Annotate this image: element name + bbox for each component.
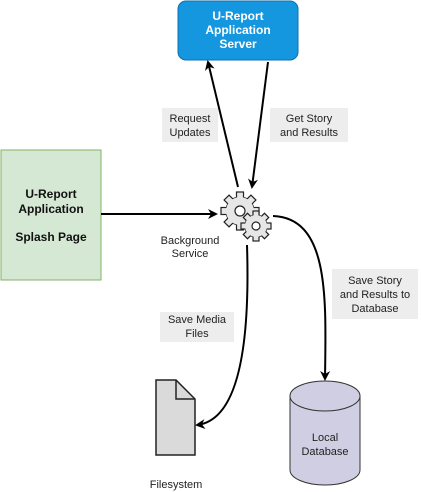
- splash-node: U-Report Application Splash Page: [0, 149, 102, 281]
- arrow-request-updates: [205, 60, 239, 188]
- service-label-line1: Background: [161, 235, 220, 247]
- database-top: [289, 380, 361, 412]
- server-label-line3: Server: [219, 37, 257, 51]
- save-db-label-line1: Save Story: [348, 275, 402, 287]
- splash-label-line3: Splash Page: [15, 230, 87, 244]
- splash-label-line2: Application: [18, 202, 83, 216]
- filesystem-label: Filesystem: [150, 479, 203, 491]
- file-icon: [155, 379, 196, 456]
- splash-label-line1: U-Report: [25, 187, 76, 201]
- server-box: [177, 0, 299, 61]
- database-label-line1: Local: [312, 432, 338, 444]
- splash-box: [0, 149, 102, 281]
- edge-label-get-story: Get Story and Results: [270, 108, 348, 142]
- edges: [101, 60, 331, 430]
- save-media-label-line2: Files: [185, 328, 209, 340]
- server-label-line1: U-Report: [212, 9, 263, 23]
- service-label-line2: Service: [172, 248, 209, 260]
- edge-label-request-updates: Request Updates: [162, 108, 218, 142]
- edge-label-save-database: Save Story and Results to Database: [332, 269, 418, 319]
- save-media-label-line1: Save Media: [168, 314, 227, 326]
- gear-icon: [220, 191, 272, 242]
- server-label-line2: Application: [205, 23, 270, 37]
- database-label-line2: Database: [301, 446, 348, 458]
- edge-label-save-media: Save Media Files: [160, 312, 234, 342]
- server-node: U-Report Application Server: [177, 0, 299, 61]
- request-label-line2: Updates: [170, 127, 211, 139]
- arrow-save-media: [195, 244, 249, 430]
- get-label-line1: Get Story: [286, 113, 333, 125]
- database-node: Local Database: [289, 380, 361, 486]
- arrow-save-database: [272, 215, 331, 381]
- save-db-label-line2: and Results to: [340, 289, 410, 301]
- database-cylinder: [289, 396, 361, 486]
- arrow-get-story: [248, 61, 269, 189]
- request-label-line1: Request: [170, 113, 211, 125]
- save-db-label-line3: Database: [351, 303, 398, 315]
- get-label-line2: and Results: [280, 127, 339, 139]
